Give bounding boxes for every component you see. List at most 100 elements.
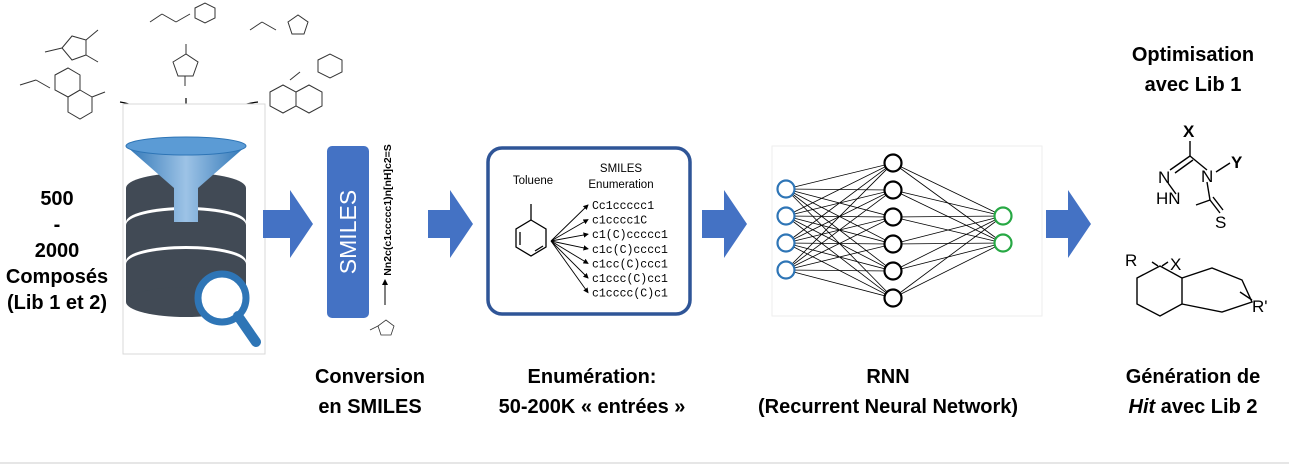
atom-x-top: X (1183, 122, 1195, 141)
nn-input-node (776, 260, 796, 280)
atom-s: S (1215, 213, 1226, 232)
triazole-structure (1167, 141, 1231, 214)
funnel-icon (125, 136, 247, 222)
nn-output-node (993, 233, 1013, 253)
arrow-2 (428, 190, 473, 258)
nn-edges (785, 162, 1004, 299)
nn-edge (785, 162, 894, 190)
toluene-structure (515, 204, 547, 257)
smiles-bar-label: SMILES (335, 190, 361, 274)
example-smiles: Nn2c(c1ccccc1)n[nH]c2=S (382, 144, 394, 276)
enum-smiles-item: c1(C)ccccc1 (592, 229, 668, 242)
library-count-min: 500 (40, 188, 74, 210)
nn-edge (785, 269, 894, 299)
caption-enumeration: Enumération: 50-200K « entrées » (472, 362, 712, 422)
flow-arrows (263, 190, 1091, 258)
nn-nodes (776, 153, 1013, 308)
nn-edge (892, 242, 1004, 299)
nn-hidden-node (883, 207, 903, 227)
caption-conversion-line2: en SMILES (318, 396, 422, 418)
enum-smiles-list: Cc1ccccc1c1cccc1Cc1(C)ccccc1c1c(C)cccc1c… (592, 200, 668, 301)
smiles-bar: SMILES (327, 146, 369, 318)
amide-triazole-scaffold (249, 14, 309, 35)
enum-smiles-item: Cc1ccccc1 (592, 200, 654, 213)
neural-network (771, 145, 1043, 317)
thiophene-scaffold (44, 29, 99, 63)
generation-line2: Hit avec Lib 2 (1098, 392, 1288, 422)
nn-input-node (776, 206, 796, 226)
boronic-scaffold (19, 67, 106, 120)
nn-hidden-node (883, 261, 903, 281)
library-count-libs: (Lib 1 et 2) (6, 292, 107, 314)
nn-hidden-node (883, 153, 903, 173)
atom-hn: HN (1156, 189, 1181, 208)
arrow-1 (263, 190, 313, 258)
database-icon (122, 103, 266, 355)
triazole-thione-scaffold (172, 44, 199, 86)
atom-n-left: N (1158, 168, 1170, 187)
enum-smiles-item: c1c(C)cccc1 (592, 244, 668, 257)
arrow-3 (702, 190, 747, 258)
magnifier-icon (194, 270, 261, 347)
generation-label: Génération de Hit avec Lib 2 (1098, 362, 1288, 422)
enum-smiles-item: c1cccc1C (592, 215, 647, 228)
caption-conversion-line1: Conversion (314, 366, 426, 388)
nn-output-node (993, 206, 1013, 226)
caption-rnn: RNN (Recurrent Neural Network) (718, 362, 1058, 422)
library-count-dash: - (53, 214, 61, 236)
atom-x-ring: X (1170, 255, 1181, 274)
hit-word: Hit (1128, 396, 1156, 418)
toluene-label: Toluene (513, 175, 553, 187)
hydrazone-scaffold (149, 2, 216, 24)
nn-edge (785, 269, 894, 272)
enum-smiles-item: c1cccc(C)c1 (592, 288, 668, 301)
scaffold-structures (19, 2, 343, 141)
optimisation-line2: avec Lib 1 (1144, 74, 1242, 96)
enum-smiles-item: c1cc(C)ccc1 (592, 258, 668, 271)
bicycle-atoms: R X R' (1125, 251, 1268, 316)
nn-edge (785, 162, 894, 244)
enum-smiles-item: c1ccc(C)cc1 (592, 273, 668, 286)
enum-fan-arrow (550, 204, 589, 242)
caption-conversion: Conversion en SMILES (290, 362, 450, 422)
nn-edge (892, 215, 1004, 218)
atom-r-prime: R' (1252, 297, 1268, 316)
nn-input-node (776, 233, 796, 253)
nn-hidden-node (883, 180, 903, 200)
caption-enum-line2: 50-200K « entrées » (498, 396, 686, 418)
atom-r: R (1125, 251, 1137, 270)
enum-fan-arrows (550, 204, 589, 294)
enumeration-box: Toluene SMILES Enumeration Cc1ccccc1c1cc… (486, 146, 692, 316)
enum-fan-arrow (550, 240, 589, 251)
generation-line1: Génération de (1125, 366, 1261, 388)
library-count-label: 500 - 2000 Composés (Lib 1 et 2) (4, 186, 110, 316)
enum-fan-arrow (550, 240, 589, 294)
nn-edge (785, 243, 894, 271)
nn-hidden-node (883, 288, 903, 308)
bicyclic-structure (1136, 261, 1253, 317)
nn-input-node (776, 179, 796, 199)
nn-edge (785, 189, 894, 271)
library-count-max: 2000 (34, 240, 80, 262)
mini-triazole (369, 319, 395, 336)
nn-edge (785, 162, 894, 271)
nn-edge (892, 215, 1004, 245)
optimisation-line1: Optimisation (1131, 44, 1255, 66)
enum-fan-arrow (550, 219, 589, 242)
nn-edge (892, 215, 1004, 299)
caption-enum-line1: Enumération: (527, 366, 657, 388)
enum-header-2: Enumeration (588, 179, 653, 191)
nn-edge (785, 216, 894, 271)
atom-n-right: N (1201, 167, 1213, 186)
library-count-unit: Composés (5, 266, 109, 288)
nn-edge (892, 215, 1004, 272)
quinoline-scaffold (269, 53, 343, 114)
generation-line2-rest: avec Lib 2 (1155, 396, 1258, 418)
enum-fan-arrow (550, 240, 589, 279)
triazole-atoms: X Y N N HN S (1156, 122, 1243, 232)
nn-edge (892, 162, 1004, 217)
optimisation-label: Optimisation avec Lib 1 (1105, 40, 1281, 100)
caption-rnn-line2: (Recurrent Neural Network) (757, 396, 1019, 418)
nn-edge (892, 189, 1004, 217)
